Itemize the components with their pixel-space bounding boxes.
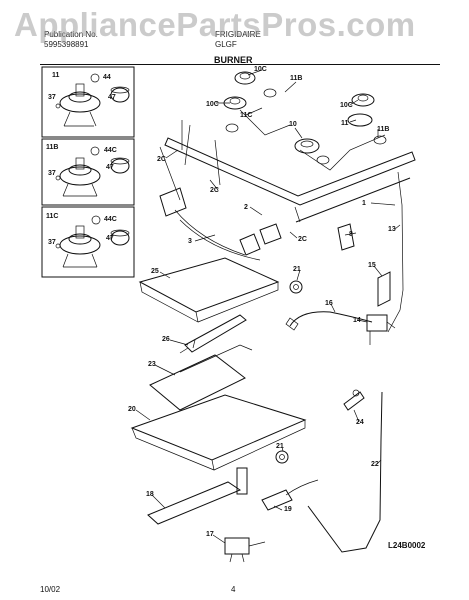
callout-inset3-37: 37 (48, 239, 56, 246)
callout-inset2-37: 37 (48, 170, 56, 177)
callout-inset2-44c: 44C (104, 147, 117, 154)
publication-label: Publication No. (44, 30, 98, 39)
manifold-frame (159, 109, 416, 333)
callout-main-27: 18 (146, 491, 154, 498)
callout-main-13: 1 (362, 200, 366, 207)
footer-page-number: 4 (231, 585, 236, 594)
callout-main-15: 8 (349, 231, 353, 238)
watermark-text: AppliancePartsPros.com (14, 6, 416, 43)
callout-main-21: 26 (162, 336, 170, 343)
inset-burner-11b (41, 138, 135, 206)
inset-burner-11 (41, 66, 135, 138)
brand-name: FRIGIDAIRE (215, 30, 261, 39)
lower-parts (130, 257, 396, 563)
footer-date: 10/02 (40, 585, 61, 594)
callout-main-20: 14 (353, 317, 361, 324)
model-prefix: GLGF (215, 40, 237, 49)
callout-main-4: 10 (289, 121, 297, 128)
callout-inset1-11: 11 (52, 72, 60, 79)
callout-main-19: 16 (325, 300, 333, 307)
callout-main-28: 19 (284, 506, 292, 513)
callout-main-1: 11B (290, 75, 302, 82)
callout-main-8: 2C (157, 156, 166, 163)
publication-number: 5995398891 (44, 40, 89, 49)
callout-inset1-44: 44 (103, 74, 111, 81)
callout-main-0: 10C (254, 66, 267, 73)
callout-main-11: 2C (298, 236, 307, 243)
callout-inset3-44c: 44C (104, 216, 117, 223)
callout-main-9: 2C (210, 187, 219, 194)
callout-main-5: 10C (340, 102, 353, 109)
callout-main-6: 11 (341, 120, 349, 127)
callout-main-24: 21 (276, 443, 284, 450)
callout-main-25: 24 (356, 419, 364, 426)
diagram-code: L24B0002 (388, 541, 426, 550)
callout-main-18: 15 (368, 262, 376, 269)
callout-inset3-11c: 11C (46, 213, 58, 220)
callout-main-17: 21 (293, 266, 301, 273)
callout-main-14: 13 (388, 226, 396, 233)
callout-main-23: 20 (128, 406, 136, 413)
callout-main-22: 23 (148, 361, 156, 368)
callout-inset3-47: 47 (106, 235, 114, 242)
callout-main-7: 11B (377, 126, 389, 133)
callout-labels: 11 44 37 47 11B 44C 37 47 11C 44C 37 47 … (46, 66, 396, 538)
callout-main-26: 22 (371, 461, 379, 468)
callout-main-10: 2 (244, 204, 248, 211)
header-rule (40, 64, 440, 65)
callout-inset1-47: 47 (108, 94, 116, 101)
callout-inset2-11b: 11B (46, 144, 58, 151)
callout-main-3: 11C (240, 112, 252, 119)
callout-inset1-37: 37 (48, 94, 56, 101)
inset-burner-11c (41, 206, 135, 278)
leader-lines (135, 69, 401, 544)
callout-main-12: 3 (188, 238, 192, 245)
callout-main-29: 17 (206, 531, 214, 538)
section-title: BURNER (214, 55, 253, 65)
callout-main-16: 25 (151, 268, 159, 275)
callout-inset2-47: 47 (106, 164, 114, 171)
callout-main-2: 10C (206, 101, 219, 108)
